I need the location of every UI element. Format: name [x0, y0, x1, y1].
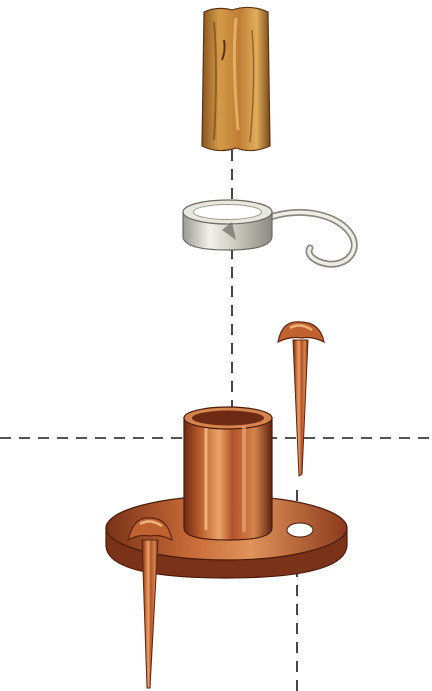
hook-ring-icon: [183, 200, 354, 264]
copper-stake-icon: [278, 322, 324, 476]
wooden-pole-icon: [202, 7, 270, 150]
